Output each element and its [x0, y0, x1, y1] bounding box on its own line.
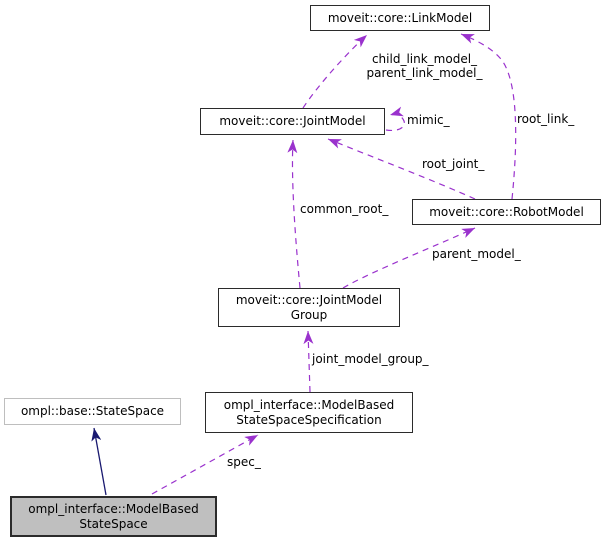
edge-label-parent-link-model: parent_link_model_: [366, 66, 483, 81]
edge-label-root-link: root_link_: [517, 112, 575, 126]
node-ompl-base-state-space-label: ompl::base::StateSpace: [20, 404, 165, 418]
edge-label-mimic: mimic_: [407, 113, 450, 127]
node-ompl-base-state-space[interactable]: ompl::base::StateSpace: [4, 398, 181, 425]
node-robot-model-label: moveit::core::RobotModel: [429, 204, 584, 219]
edge-joint-model-group: [303, 330, 314, 393]
edge-label-child-parent-link-model: child_link_model_ parent_link_model_: [362, 52, 487, 81]
node-joint-model-label: moveit::core::JointModel: [219, 114, 366, 128]
node-joint-model-group-label-line2: Group: [290, 307, 328, 322]
node-link-model-label: moveit::core::LinkModel: [327, 10, 473, 25]
edge-child-parent-link-model: [302, 34, 368, 109]
node-model-based-state-space-label-line1: ompl_interface::ModelBased: [28, 501, 199, 516]
edge-parent-model: [342, 227, 476, 289]
edge-label-parent-model: parent_model_: [432, 247, 521, 261]
node-joint-model[interactable]: moveit::core::JointModel: [200, 108, 385, 135]
node-joint-model-group[interactable]: moveit::core::JointModel Group: [218, 288, 400, 327]
edge-label-joint-model-group: joint_model_group_: [312, 352, 429, 366]
edge-root-joint: [327, 138, 476, 200]
edge-label-child-link-model: child_link_model_: [371, 52, 478, 66]
node-model-based-state-space-label-line2: StateSpace: [79, 516, 148, 531]
edge-spec: [151, 434, 259, 495]
node-joint-model-group-label-line1: moveit::core::JointModel: [235, 292, 383, 307]
node-spec-label-line1: ompl_interface::ModelBased: [223, 397, 395, 412]
edge-root-link: [460, 33, 517, 200]
edge-label-root-joint: root_joint_: [422, 157, 485, 171]
edge-common-root: [287, 139, 301, 289]
node-link-model[interactable]: moveit::core::LinkModel: [310, 5, 490, 31]
node-robot-model[interactable]: moveit::core::RobotModel: [412, 199, 601, 225]
edge-mimic-self-loop: [385, 106, 405, 132]
node-spec-label-line2: StateSpaceSpecification: [236, 412, 382, 427]
edge-label-common-root: common_root_: [300, 202, 389, 216]
edge-inheritance-statespace: [91, 427, 107, 496]
node-model-based-state-space-specification[interactable]: ompl_interface::ModelBased StateSpaceSpe…: [205, 392, 413, 433]
node-model-based-state-space[interactable]: ompl_interface::ModelBased StateSpace: [10, 496, 217, 537]
edge-label-spec: spec_: [227, 455, 261, 469]
